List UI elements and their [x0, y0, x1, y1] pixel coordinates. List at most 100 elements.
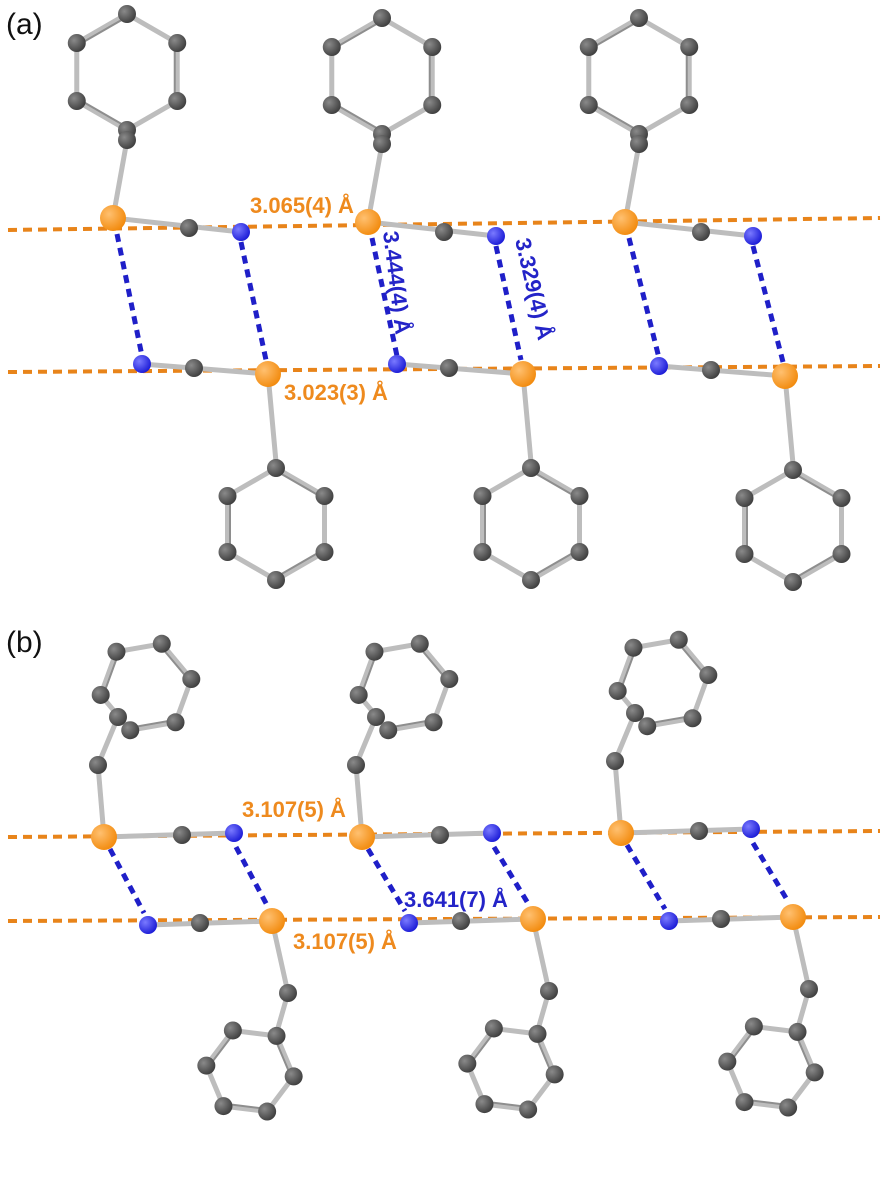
distance-label-a-n-contact-2: 3.329(4) Å [510, 235, 559, 342]
bond [480, 549, 534, 583]
nitrogen-atom [232, 223, 250, 241]
bond [379, 102, 435, 137]
nitrogen-contact [626, 237, 662, 359]
carbon-atom [699, 666, 718, 685]
chalcogen-atom [612, 209, 638, 235]
carbon-atom [744, 1017, 763, 1036]
bond [74, 98, 130, 133]
carbon-atom [522, 459, 540, 477]
bond [273, 465, 327, 499]
nitrogen-atom [483, 824, 501, 842]
bond [790, 551, 844, 585]
nitrogen-contact [493, 245, 524, 361]
carbon-atom [692, 223, 710, 241]
carbon-atom [570, 487, 589, 505]
bond [124, 11, 180, 46]
nitrogen-atom [139, 916, 157, 934]
carbon-atom [166, 713, 185, 732]
carbon-atom [379, 721, 398, 740]
bond [622, 141, 642, 225]
carbon-atom [579, 38, 598, 56]
bond-inner [77, 15, 130, 47]
carbon-atom [347, 756, 365, 774]
bond-inner [273, 548, 325, 579]
carbon-atom [540, 982, 558, 1000]
bond-inner [332, 19, 385, 51]
carbon-atom [570, 543, 589, 561]
bond-inner [77, 97, 130, 129]
bond [622, 219, 756, 239]
contact-layer [7, 216, 881, 923]
bond-inner [790, 550, 842, 581]
chalcogen-atom [91, 824, 117, 850]
bond [586, 15, 642, 50]
carbon-atom [315, 543, 334, 561]
carbon-atom [109, 708, 127, 726]
carbon-atom [365, 642, 384, 661]
bond [379, 15, 435, 50]
chalcogen-atom [608, 820, 634, 846]
carbon-atom [452, 912, 470, 930]
nitrogen-contact [750, 245, 786, 363]
bond [782, 373, 796, 467]
carbon-atom [424, 713, 443, 732]
carbon-atom [223, 1021, 242, 1040]
carbon-atom [683, 709, 702, 728]
carbon-atom [735, 1093, 754, 1112]
chalcogen-atom [255, 361, 281, 387]
distance-label-b-lower-chalcogen: 3.107(5) Å [293, 928, 397, 954]
distance-label-a-upper-chalcogen: 3.065(4) Å [250, 192, 354, 218]
carbon-atom [624, 638, 643, 657]
bond [586, 102, 642, 137]
nitrogen-atom [388, 355, 406, 373]
panel-label-b: (b) [6, 626, 43, 659]
carbon-atom [185, 359, 203, 377]
carbon-atom [267, 1026, 286, 1045]
bond [365, 219, 499, 239]
nitrogen-contact [365, 847, 408, 913]
bond-inner [273, 469, 325, 500]
bond [225, 549, 279, 583]
carbon-atom [180, 219, 198, 237]
chalcogen-atom [772, 363, 798, 389]
carbon-atom [67, 34, 86, 52]
carbon-atom [702, 361, 720, 379]
carbon-atom [168, 34, 187, 52]
carbon-atom [735, 489, 754, 507]
bond [110, 215, 244, 235]
panel-label-a: (a) [6, 8, 43, 41]
carbon-atom [473, 487, 492, 505]
carbon-atom [218, 543, 237, 561]
bond [656, 363, 788, 379]
carbon-atom [788, 1022, 807, 1041]
bond-inner [528, 548, 580, 579]
bond [790, 467, 844, 501]
carbon-atom [322, 38, 341, 56]
carbon-atom [528, 1024, 547, 1043]
carbon-atom [475, 1095, 494, 1114]
carbon-atom [579, 96, 598, 114]
carbon-atom [690, 822, 708, 840]
carbon-atom [107, 642, 126, 661]
carbon-atom [279, 984, 297, 1002]
atom-layer [67, 5, 851, 1121]
carbon-atom [173, 826, 191, 844]
nitrogen-contact [491, 845, 532, 907]
chalcogen-atom [510, 361, 536, 387]
carbon-atom [152, 634, 171, 653]
bond [273, 549, 327, 583]
bond [636, 102, 692, 137]
bond [618, 826, 754, 836]
distance-label-a-lower-chalcogen: 3.023(3) Å [284, 379, 388, 405]
nitrogen-contact [107, 847, 147, 915]
carbon-atom [435, 223, 453, 241]
carbon-atom [440, 670, 459, 689]
carbon-atom [197, 1056, 216, 1075]
nitrogen-contact [369, 237, 400, 357]
bond [394, 361, 526, 377]
carbon-atom [267, 459, 285, 477]
nitrogen-contact [624, 843, 668, 911]
carbon-atom [315, 487, 334, 505]
carbon-atom [423, 38, 442, 56]
nitrogen-contact [114, 233, 145, 357]
